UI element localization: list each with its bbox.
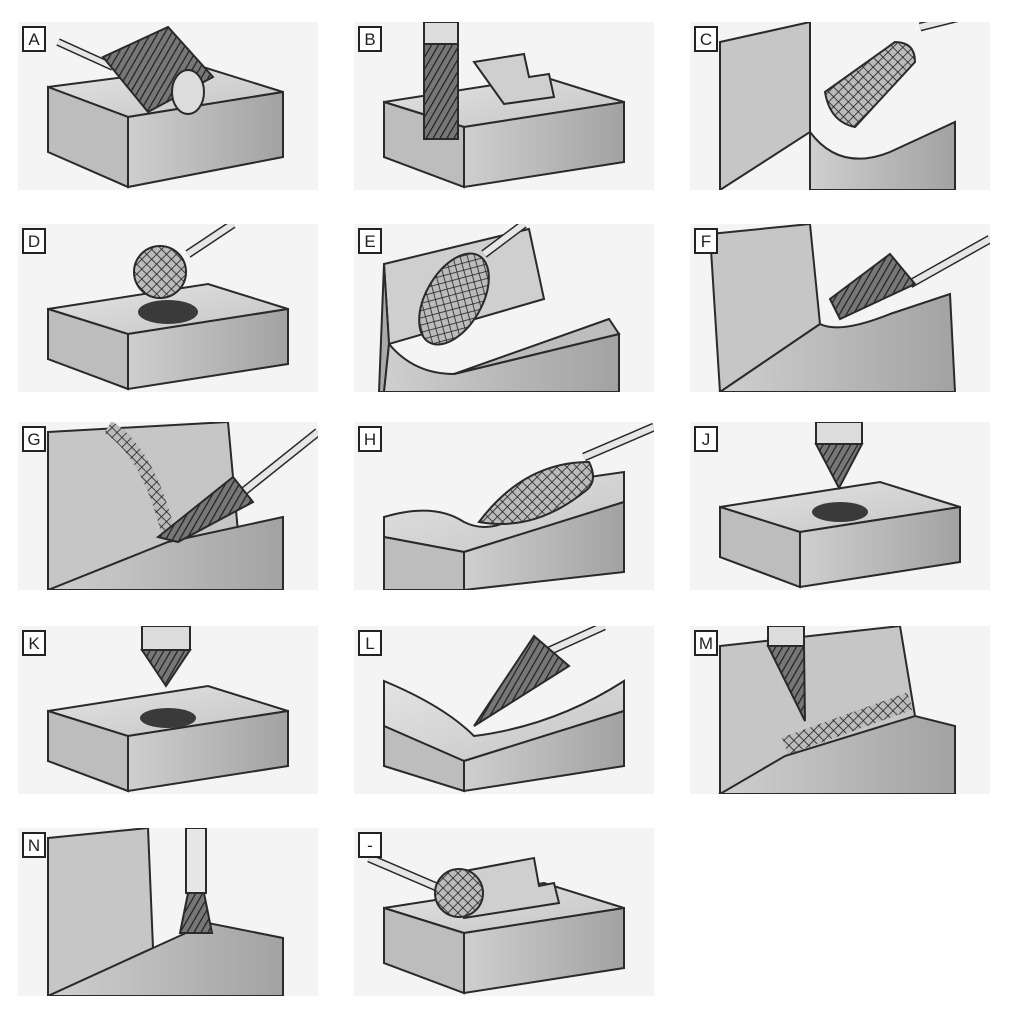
panel-L: L (354, 626, 654, 794)
panel-E: E (354, 224, 654, 392)
panel-B: B (354, 22, 654, 190)
panel-A: A (18, 22, 318, 190)
panel-label: H (358, 426, 382, 452)
illustration-cone-90-degree-burr (47, 626, 289, 793)
panel-label: E (358, 228, 382, 254)
panel-G: G (18, 422, 318, 590)
illustration-tree-pointed-end-burr (47, 422, 318, 590)
panel-label: N (22, 832, 46, 858)
panel-label: M (694, 630, 718, 656)
panel-dash: - (354, 828, 654, 996)
panel-D: D (18, 224, 318, 392)
illustration-cylinder-shape-burr (47, 25, 284, 189)
illustration-taper-radius-end-burr (383, 626, 625, 793)
illustration-cylinder-radius-end-burr (719, 22, 959, 190)
panel-label: J (694, 426, 718, 452)
panel-H: H (354, 422, 654, 590)
panel-label: F (694, 228, 718, 254)
panel-label: B (358, 26, 382, 52)
panel-C: C (690, 22, 990, 190)
illustration-cone-60-degree-burr (719, 422, 961, 589)
illustration-inverted-cone-burr (47, 828, 284, 996)
illustration-taper-pointed-end-burr (718, 626, 956, 794)
illustration-flame-shape-burr (383, 422, 654, 590)
illustration-wheel-shape-burr (367, 853, 625, 995)
illustration-cylinder-end-cut-burr (383, 22, 625, 189)
panel-label: C (694, 26, 718, 52)
panel-label: - (358, 832, 382, 858)
panel-N: N (18, 828, 318, 996)
illustration-oval-shape-burr (377, 224, 621, 392)
panel-label: K (22, 630, 46, 656)
panel-F: F (690, 224, 990, 392)
panel-label: D (22, 228, 46, 254)
panel-label: L (358, 630, 382, 656)
panel-J: J (690, 422, 990, 590)
illustration-tree-radius-end-burr (708, 224, 990, 392)
panel-K: K (18, 626, 318, 794)
panel-label: G (22, 426, 46, 452)
illustration-ball-shape-burr (47, 224, 289, 391)
panel-label: A (22, 26, 46, 52)
panel-M: M (690, 626, 990, 794)
